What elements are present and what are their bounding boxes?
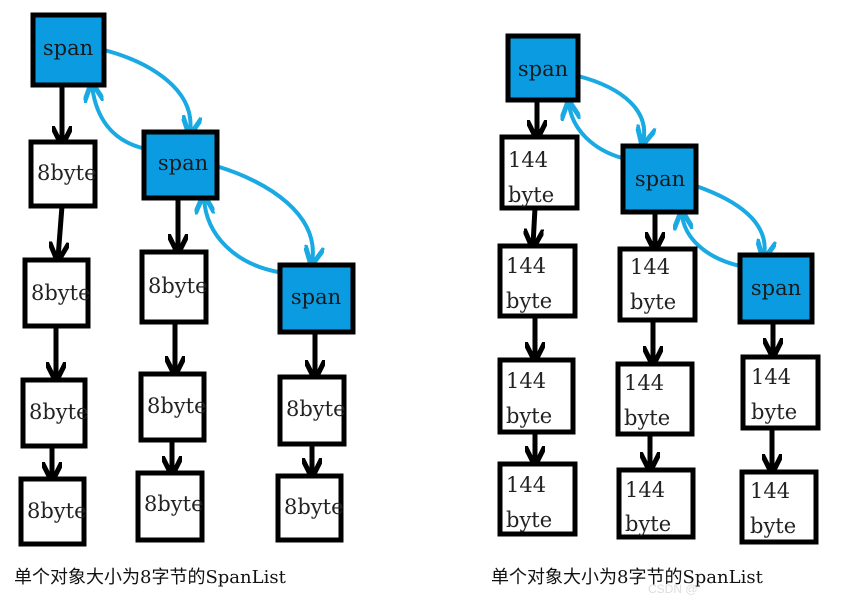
object-node: 8byte [18,476,87,547]
object-unit-label: byte [506,508,552,532]
object-node: 8byte [275,473,344,543]
object-size-label: 144 [630,255,670,279]
object-size-label: 144 [506,369,546,393]
object-unit-label: byte [750,514,796,538]
object-node: 144 byte [615,361,695,437]
object-unit-label: byte [508,183,554,207]
span-next-link [214,164,313,262]
object-node: 144 byte [497,243,578,319]
object-size-label: 144 [624,371,664,395]
object-node: 8byte [139,249,209,325]
span-node: span [737,252,815,325]
object-unit-label: byte [506,289,552,313]
object-unit-label: byte [630,290,676,314]
object-label: 8byte [144,492,204,516]
span-label: span [635,167,685,191]
span-node: span [277,262,356,335]
object-label: 8byte [147,394,207,418]
object-label: 8byte [286,397,346,421]
span-node: span [141,129,220,201]
object-node: 8byte [277,374,347,447]
object-label: 8byte [148,274,208,298]
span-next-link [694,184,765,256]
object-label: 8byte [29,400,89,424]
watermark: CSDN @ [648,582,698,596]
span-prev-link [569,104,624,160]
span-prev-link [204,198,280,274]
object-unit-label: byte [751,400,797,424]
object-size-label: 144 [506,254,546,278]
object-label: 8byte [284,495,344,519]
object-node: 144 byte [497,357,576,435]
left-caption: 单个对象大小为8字节的SpanList [14,567,287,588]
object-unit-label: byte [624,406,670,430]
span-next-link [102,48,191,132]
right-span-links [569,74,765,268]
span-label: span [751,276,801,300]
object-size-label: 144 [625,478,665,502]
left-span-links [92,48,313,274]
left-spanlist: span span span 8byte 8byte 8byte 8byte [14,12,356,588]
span-node: span [505,33,581,103]
object-node: 8byte [28,139,98,209]
object-node: 144 byte [617,246,698,323]
span-next-link [576,74,644,142]
span-prev-link [92,86,144,150]
object-node: 8byte [138,371,207,443]
object-size-label: 144 [506,473,546,497]
object-node: 144 byte [499,134,580,211]
object-node: 8byte [20,377,89,449]
object-node: 144 byte [739,469,819,545]
arrow-down [58,205,62,258]
span-node: span [620,143,699,215]
object-size-label: 144 [751,365,791,389]
object-node: 8byte [135,470,205,543]
right-spanlist: span span span 144 byte 144 byte 144 byt… [491,33,821,588]
object-unit-label: byte [506,404,552,428]
object-size-label: 144 [508,148,548,172]
span-node: span [30,12,107,88]
left-chain-arrows [52,86,315,478]
arrow-down [533,207,535,245]
span-prev-link [682,214,742,268]
object-node: 8byte [22,257,91,329]
right-caption: 单个对象大小为8字节的SpanList [491,567,764,588]
right-chain-arrows [533,100,773,470]
object-node: 144 byte [616,467,696,540]
object-node: 144 byte [497,461,578,537]
object-unit-label: byte [625,512,671,536]
span-label: span [158,151,208,175]
span-label: span [291,285,341,309]
span-label: span [518,57,568,81]
object-label: 8byte [37,161,97,185]
object-node: 144 byte [740,354,821,431]
span-label: span [43,36,93,60]
object-label: 8byte [31,281,91,305]
object-size-label: 144 [750,479,790,503]
object-label: 8byte [27,499,87,523]
